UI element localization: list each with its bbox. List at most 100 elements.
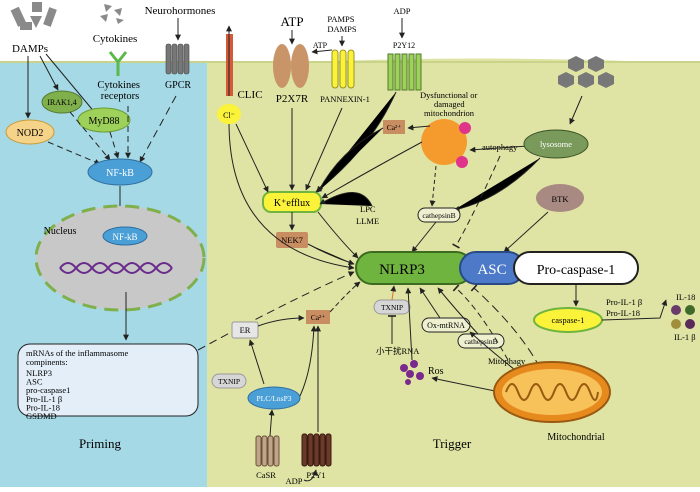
cytokines-receptors-label: Cytokines receptors [97,80,142,102]
mito-spot-1 [459,122,471,134]
cytokine-receptor-icon [108,51,128,76]
lpc-label: LPC [360,204,376,214]
lysosome-label: lysosome [540,139,572,149]
mrna-item: Pro-IL-1 β [26,394,62,404]
p2x7r-right [291,44,309,88]
ca-top-box [383,120,405,134]
arrow-txnip-nlrp3 [390,285,397,301]
arrow-lpc-kefflux [319,192,373,207]
mito-cristae [505,383,599,401]
particles-icon [558,56,614,88]
casr-receptor [255,435,280,467]
damaged-mitochondrion [421,119,467,165]
cathepsinb-top-box [417,207,461,223]
mitophagy-label: Mitophagy [488,356,526,366]
txnip-mid-label: TXNIP [381,303,403,312]
ros-icon [400,360,424,385]
priming-label: Priming [79,436,121,451]
arrow-lysosome-cathepsin [453,157,541,212]
gpcr-icon [165,43,190,75]
er-box [231,321,259,339]
arrow-adp-p2y1 [303,469,318,482]
mrna-title: mRNAs of the inflammasome compinents: [26,348,130,367]
myd88-node [77,107,131,133]
mitochondrial-label: Mitochondrial [547,432,604,443]
nfkb-label: NF-kB [106,168,134,179]
gpcr-label: GPCR [165,80,191,91]
pannexin-label: PANNEXIN-1 [320,94,370,104]
arrow-casr-plc [268,409,275,437]
mrna-item: Pro-IL-18 [26,402,60,412]
ca-mid-box [306,310,330,324]
cl-node [217,104,241,124]
mrna-item: NLRP3 [26,368,52,378]
arrow-ca-kefflux [317,127,384,193]
nfkb-nucleus-label: NF-kB [112,232,137,242]
arrow-ca-nlrp3 [329,281,361,313]
irak-label: IRAK1,4 [47,98,77,107]
pro-il1b-label: Pro-IL-1 β [606,297,642,307]
nucleus-label: Nucleus [44,226,77,237]
btk-label: BTK [552,194,570,204]
arrow-cathepsin-mid-nlrp3 [437,287,479,335]
txnip-left-label: TXNIP [218,377,240,386]
k-efflux-label: K⁺efflux [274,198,310,209]
arrow-plc-er [248,339,265,385]
arrow-lysosome-mito [469,145,529,153]
arrow-damps-irak [39,55,59,91]
trigger-label: Trigger [433,436,472,451]
autophagy-label: autophagy [482,142,518,152]
nek7-box [276,232,308,248]
plc-label: PLC/LnsP3 [256,394,291,403]
arrow-damps-myd88 [45,53,97,115]
arrow-cl-nlrp3 [228,123,355,271]
ox-mtrna-label: Ox-mtRNA [427,321,465,330]
inhibit-mitophagy-nlrp3 [452,284,509,361]
nucleus [34,204,206,312]
er-label: ER [240,325,251,335]
ca-top-label: Ca²⁺ [387,123,402,132]
p2y12-label: P2Y12 [393,41,415,50]
myd88-label: MyD88 [88,116,119,127]
arrow-er-ca [257,315,305,327]
inhibit-autophagy-nlrp3 [452,155,501,249]
cathepsinb-top-label: cathepsinB [422,211,455,220]
arrow-oxmt-nlrp3 [419,287,441,319]
cytokines-receptors-line1: Cytokines [97,80,140,91]
cytokines-receptors-line2: receptors [101,91,139,102]
damps-line: DAMPS [327,24,357,34]
txnip-left-box [211,373,247,389]
mrna-item: pro-caspase1 [26,385,70,395]
dysfunctional-label: Dysfunctional or damaged mitochondrion [420,90,480,118]
cytokines-label: Cytokines [93,33,138,45]
il1b-label: IL-1 β [674,332,696,342]
p2x7r-left [273,44,291,88]
dysfunctional-line1: Dysfunctional or [420,90,478,100]
mrna-box [17,343,199,417]
nlrp3-label: NLRP3 [379,262,425,278]
mrna-item: ASC [26,377,43,387]
mito-spot-2 [456,156,468,168]
dysfunctional-line2: damaged [434,99,465,109]
damps-label: DAMPs [12,43,48,55]
pamps-damps-label: PAMPS DAMPS [327,14,357,34]
arrow-casp-il [601,299,668,321]
damps-icon [10,2,57,30]
atp-small-label: ATP [313,41,328,50]
cytokines-icon [100,4,124,24]
casr-label: CaSR [256,470,276,480]
inhibit-mito-long [470,284,541,369]
adp-bottom-label: ADP [285,476,302,486]
ros-label: Ros [428,366,444,377]
arrow-clic-kefflux [235,123,269,193]
arrow-ros-nlrp3 [405,287,413,361]
nfkb-node [87,158,153,186]
clic-label: CLIC [237,89,262,101]
asc-label: ASC [477,262,506,278]
arrow-particles-lysosome [569,95,583,125]
arrow-mito-kefflux [321,141,423,199]
pamps-line: PAMPS [327,14,354,24]
p2x7r-label: P2X7R [276,93,309,105]
arrow-pannexin-kefflux [305,107,343,191]
